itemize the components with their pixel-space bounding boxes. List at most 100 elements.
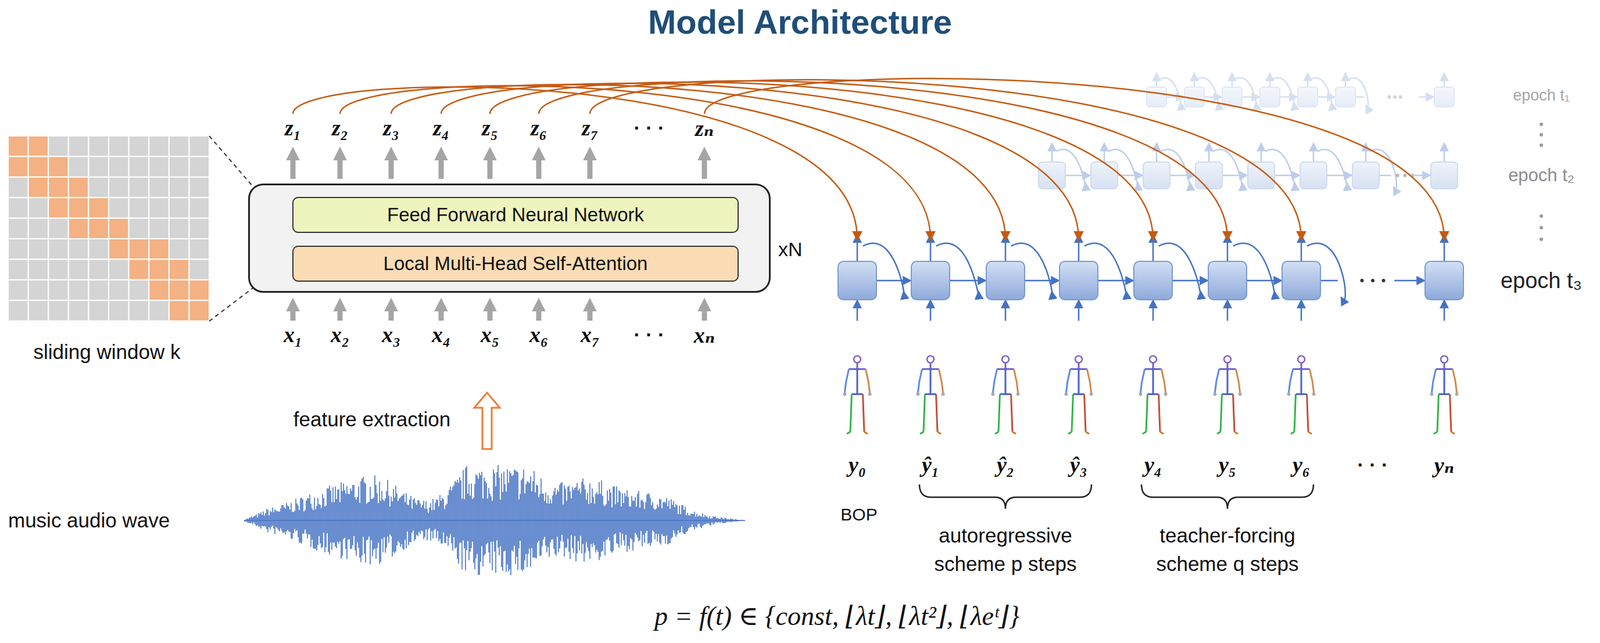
output-arrow — [1103, 144, 1106, 163]
bracket — [919, 484, 1092, 510]
dot — [1398, 95, 1403, 99]
grid-cell — [68, 156, 89, 177]
grid-cell — [188, 238, 210, 260]
pose-var: y₆ — [1292, 452, 1310, 478]
attention-link — [704, 78, 1445, 240]
attention-link — [292, 87, 858, 240]
rnn-link — [1279, 96, 1297, 99]
grey-arrow — [438, 152, 445, 180]
dot — [1393, 95, 1397, 99]
rnn-link — [1326, 174, 1352, 177]
grid-cell — [48, 135, 69, 157]
grey-arrow — [337, 303, 343, 321]
grid-cell — [8, 280, 29, 301]
rnn-cell — [1038, 162, 1066, 189]
grid-cell — [68, 135, 89, 157]
rnn-link — [1172, 280, 1208, 282]
grid-cell — [169, 238, 190, 260]
input-arrow — [1443, 301, 1446, 321]
ellipsis-wrap: · · · — [634, 323, 665, 347]
attention-links — [292, 78, 1445, 240]
pose-var: y₄ — [1144, 452, 1162, 478]
grid-cell — [68, 218, 89, 239]
rnn-cell — [986, 261, 1025, 300]
output-arrow — [1208, 144, 1211, 163]
input-arrow — [1152, 301, 1155, 321]
grid-cell — [108, 238, 130, 260]
rnn-cell — [1430, 162, 1458, 189]
rnn-cell — [1208, 261, 1247, 300]
rnn-link — [1065, 174, 1090, 177]
ellipsis-wrap: · · · — [634, 116, 665, 140]
repeat-count: xN — [778, 238, 803, 261]
input-arrow — [1300, 301, 1303, 321]
rnn-link — [1222, 174, 1247, 177]
grey-arrow — [536, 152, 542, 180]
epoch-label-wrap: epoch t₃ — [1500, 268, 1582, 294]
grid-cell — [148, 218, 170, 239]
rnn-cell — [1195, 162, 1223, 189]
rnn-link — [1024, 280, 1059, 282]
grid-cell — [68, 300, 89, 321]
rnn-link — [1355, 96, 1365, 99]
sequence-var-wrap: x₆ — [529, 321, 549, 348]
grid-cell — [88, 135, 109, 157]
pose-var: y₀ — [848, 452, 866, 478]
token-label: BOP — [840, 505, 878, 525]
grid-cell — [188, 156, 210, 177]
sequence-var: x₂ — [330, 322, 350, 347]
grey-arrow — [587, 152, 593, 180]
scheme-label-wrap: autoregressive scheme p steps — [918, 521, 1093, 579]
step-label-wrap: feature extraction — [293, 407, 451, 432]
grid-cell — [28, 300, 49, 321]
waveform-path — [244, 464, 745, 576]
grey-arrow — [337, 152, 343, 180]
grid-cell — [48, 300, 69, 321]
rnn-cell — [1425, 261, 1464, 300]
grid-cell — [48, 280, 69, 301]
dot — [1539, 143, 1544, 148]
rnn-chain — [1038, 144, 1458, 190]
grid-cell — [188, 280, 210, 301]
grid-cell — [129, 197, 150, 218]
rnn-cell — [1260, 87, 1280, 107]
rnn-cell — [1090, 162, 1118, 189]
grid-cell — [108, 135, 130, 157]
grid-cell — [148, 280, 170, 301]
grid-cell — [129, 300, 150, 321]
rnn-link — [1097, 280, 1133, 282]
formula: p = f(t) ∈ {const, ⌊λt⌋, ⌊λt²⌋, ⌊λeᵗ⌋} — [654, 601, 1020, 632]
epoch-label: epoch t₃ — [1500, 268, 1582, 293]
grid-cell — [108, 300, 130, 321]
sequence-var: x₆ — [529, 322, 549, 347]
output-arrow — [1155, 73, 1158, 88]
input-arrow — [1226, 301, 1229, 321]
grid-cell — [148, 197, 170, 218]
epoch-label-wrap: epoch t₁ — [1512, 86, 1570, 105]
sequence-var-wrap: z₂ — [331, 115, 349, 141]
rnn-link — [1317, 96, 1335, 99]
grid-cell — [68, 238, 89, 260]
grid-cell — [129, 280, 150, 301]
grid-cell — [48, 197, 69, 218]
grid-cell — [48, 218, 69, 239]
waveform-axis — [244, 520, 746, 522]
skeletons — [842, 356, 1459, 435]
dot — [1539, 226, 1544, 230]
grid-cell — [169, 218, 190, 239]
grid-cell — [68, 197, 89, 218]
grid-cell — [8, 218, 29, 239]
pose-var: ŷ₃ — [1069, 452, 1088, 478]
sequence-var-wrap: z₅ — [481, 115, 499, 141]
scheme-label: autoregressive scheme p steps — [933, 524, 1077, 576]
title-text: Model Architecture — [648, 2, 952, 41]
grid-cell — [28, 197, 49, 218]
input-arrow — [856, 301, 859, 321]
rnn-chains — [838, 73, 1464, 321]
rnn-link — [949, 280, 986, 282]
grid-cell — [129, 156, 150, 177]
sequence-var-wrap: x₇ — [580, 321, 600, 348]
grid-cell — [48, 177, 69, 198]
